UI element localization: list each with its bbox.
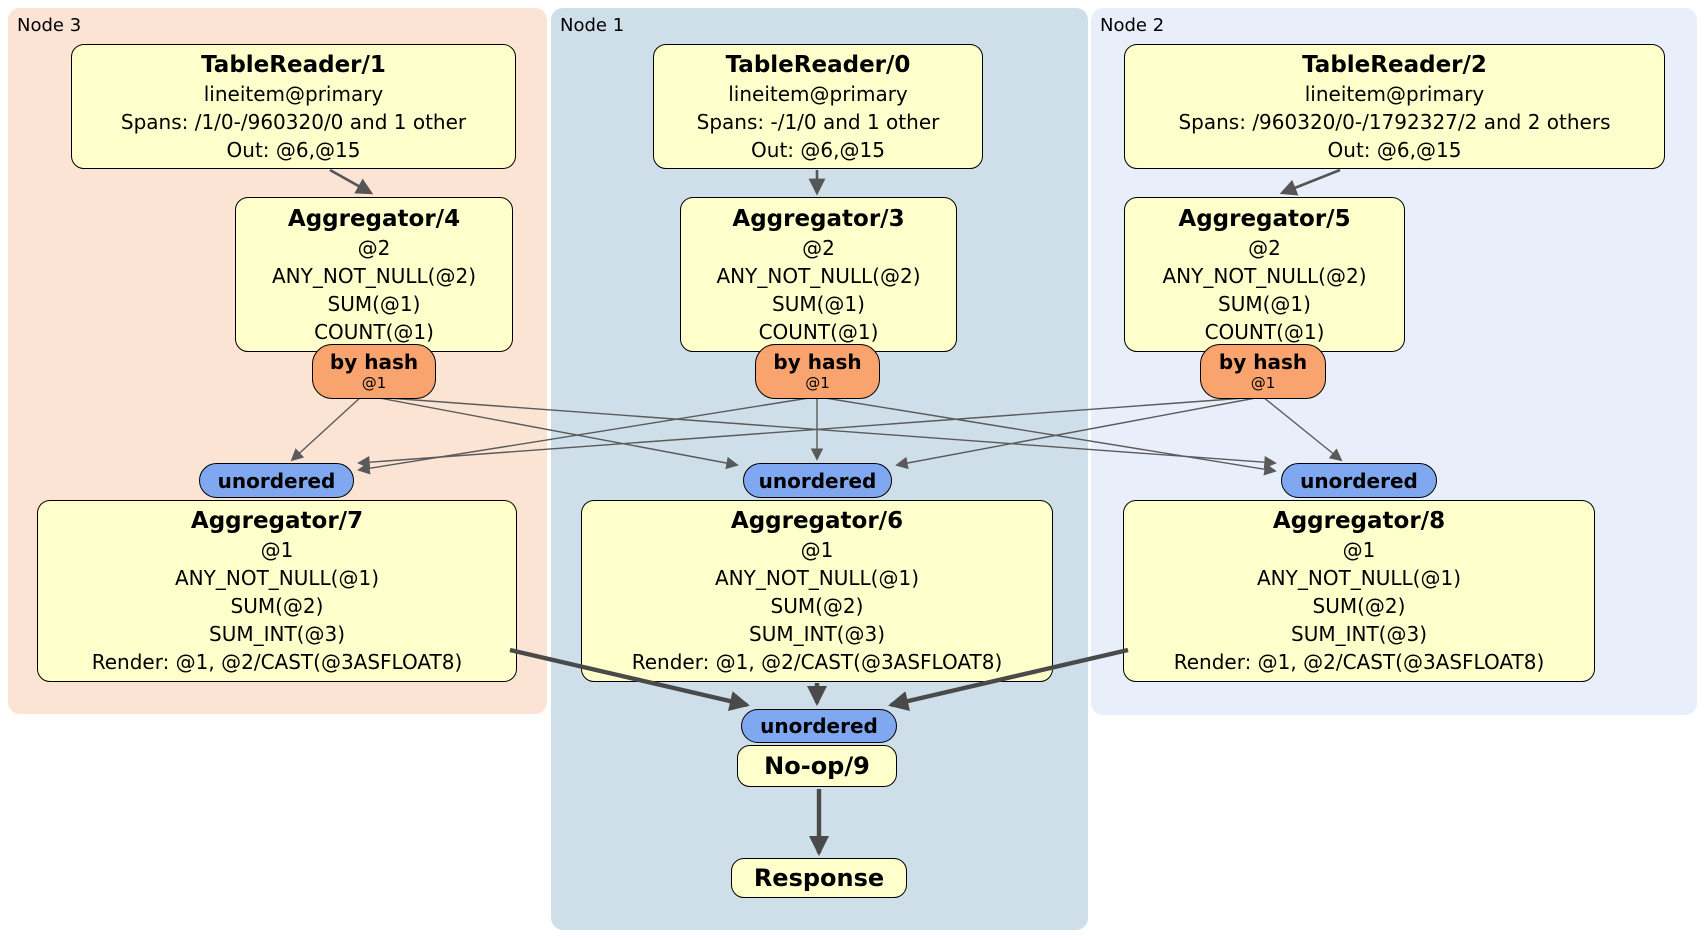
stream-label: unordered (1300, 468, 1418, 493)
processor-title: Aggregator/8 (1272, 508, 1446, 534)
processor-detail-line: Spans: /960320/0-/1792327/2 and 2 others (1178, 109, 1611, 134)
router-label: by hash (773, 350, 862, 374)
router-hash-key: @1 (361, 374, 387, 392)
processor-detail-line: @2 (357, 235, 391, 260)
processor-title: No-op/9 (764, 752, 870, 780)
router-label: by hash (329, 350, 419, 374)
processor-detail-line: Out: @6,@15 (226, 137, 361, 162)
processor-detail-line: Spans: -/1/0 and 1 other (696, 109, 940, 134)
processor-detail-line: SUM(@2) (770, 594, 864, 618)
processor-detail-line: COUNT(@1) (758, 319, 879, 344)
stream-label: unordered (758, 468, 877, 493)
stream-label: unordered (217, 468, 336, 493)
stream-unordered-node3: unordered (199, 463, 354, 498)
processor-detail-line: SUM(@2) (1312, 594, 1406, 618)
processor-detail-line: SUM(@1) (1218, 291, 1311, 316)
processor-aggregator-3: Aggregator/3 @2 ANY_NOT_NULL(@2) SUM(@1)… (680, 197, 957, 352)
processor-detail-line: ANY_NOT_NULL(@1) (715, 566, 919, 590)
panel-label-node3: Node 3 (17, 15, 82, 36)
processor-response: Response (731, 858, 907, 898)
processor-detail-line: @1 (260, 538, 294, 562)
processor-detail-line: SUM_INT(@3) (749, 622, 885, 646)
processor-tablereader-0: TableReader/0 lineitem@primary Spans: -/… (653, 44, 983, 169)
stream-unordered-sink: unordered (741, 709, 897, 743)
processor-detail-line: ANY_NOT_NULL(@1) (1257, 566, 1461, 590)
processor-title: Aggregator/6 (730, 508, 904, 534)
processor-detail-line: SUM_INT(@3) (209, 622, 345, 646)
processor-detail-line: ANY_NOT_NULL(@2) (1162, 263, 1367, 288)
processor-detail-line: Out: @6,@15 (751, 137, 885, 162)
processor-detail-line: Render: @1, @2/CAST(@3ASFLOAT8) (1173, 650, 1545, 674)
processor-title: TableReader/2 (1302, 51, 1487, 78)
processor-noop-9: No-op/9 (737, 745, 897, 787)
router-label: by hash (1218, 350, 1308, 374)
processor-detail-line: @1 (800, 538, 834, 562)
processor-detail-line: SUM(@2) (230, 594, 324, 618)
panel-label-node1: Node 1 (560, 15, 625, 36)
processor-detail-line: @2 (802, 235, 835, 260)
processor-detail-line: Out: @6,@15 (1327, 137, 1462, 162)
router-by-hash-node2: by hash @1 (1200, 344, 1326, 399)
processor-detail-line: @1 (1342, 538, 1376, 562)
panel-label-node2: Node 2 (1100, 15, 1165, 36)
processor-detail-line: lineitem@primary (728, 81, 908, 106)
processor-detail-line: SUM_INT(@3) (1291, 622, 1427, 646)
router-by-hash-node1: by hash @1 (755, 344, 880, 399)
processor-detail-line: Spans: /1/0-/960320/0 and 1 other (120, 109, 467, 134)
processor-title: TableReader/1 (201, 51, 386, 78)
stream-unordered-node2: unordered (1281, 463, 1437, 498)
processor-detail-line: Render: @1, @2/CAST(@3ASFLOAT8) (91, 650, 463, 674)
processor-detail-line: SUM(@1) (772, 291, 865, 316)
processor-detail-line: lineitem@primary (1304, 81, 1485, 106)
processor-aggregator-4: Aggregator/4 @2 ANY_NOT_NULL(@2) SUM(@1)… (235, 197, 513, 352)
processor-title: Aggregator/4 (287, 205, 461, 232)
processor-detail-line: lineitem@primary (203, 81, 384, 106)
processor-title: Aggregator/7 (190, 508, 364, 534)
processor-detail-line: COUNT(@1) (314, 319, 434, 344)
processor-aggregator-5: Aggregator/5 @2 ANY_NOT_NULL(@2) SUM(@1)… (1124, 197, 1405, 352)
processor-aggregator-6: Aggregator/6 @1 ANY_NOT_NULL(@1) SUM(@2)… (581, 500, 1053, 682)
processor-detail-line: ANY_NOT_NULL(@2) (272, 263, 476, 288)
processor-title: Response (753, 864, 885, 892)
processor-detail-line: ANY_NOT_NULL(@1) (175, 566, 379, 590)
router-hash-key: @1 (1250, 374, 1276, 392)
processor-detail-line: COUNT(@1) (1204, 319, 1325, 344)
processor-aggregator-7: Aggregator/7 @1 ANY_NOT_NULL(@1) SUM(@2)… (37, 500, 517, 682)
processor-title: Aggregator/3 (732, 205, 905, 232)
processor-aggregator-8: Aggregator/8 @1 ANY_NOT_NULL(@1) SUM(@2)… (1123, 500, 1595, 682)
processor-detail-line: @2 (1248, 235, 1281, 260)
stream-label: unordered (760, 714, 878, 738)
processor-tablereader-2: TableReader/2 lineitem@primary Spans: /9… (1124, 44, 1665, 169)
processor-title: Aggregator/5 (1178, 205, 1351, 232)
processor-detail-line: Render: @1, @2/CAST(@3ASFLOAT8) (631, 650, 1003, 674)
processor-title: TableReader/0 (725, 51, 911, 78)
router-by-hash-node3: by hash @1 (312, 344, 436, 399)
processor-detail-line: SUM(@1) (327, 291, 421, 316)
processor-detail-line: ANY_NOT_NULL(@2) (716, 263, 921, 288)
processor-tablereader-1: TableReader/1 lineitem@primary Spans: /1… (71, 44, 516, 169)
router-hash-key: @1 (805, 374, 830, 392)
stream-unordered-node1: unordered (743, 463, 892, 498)
